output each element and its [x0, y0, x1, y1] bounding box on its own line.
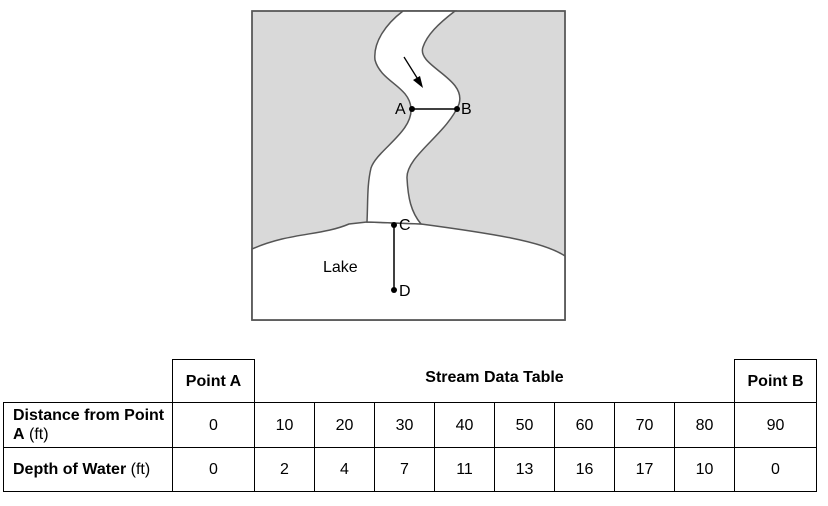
table-cell: 30 — [374, 402, 435, 448]
row-header-distance: Distance from Point A (ft) — [3, 402, 173, 448]
table-cell: 80 — [674, 402, 735, 448]
point-d-label: D — [399, 283, 411, 300]
table-cell: 10 — [674, 447, 735, 492]
table-cell: 60 — [554, 402, 615, 448]
row-header-label: Depth of Water — [13, 461, 127, 478]
table-cell: 13 — [494, 447, 555, 492]
table-cell: 0 — [172, 447, 255, 492]
table-row: Distance from Point A (ft) 0 10 20 30 40… — [3, 402, 817, 448]
flow-arrow-icon — [413, 76, 423, 88]
table-cell: 0 — [734, 447, 817, 492]
point-a-label: A — [395, 101, 406, 118]
table-cell: 16 — [554, 447, 615, 492]
point-b-dot — [454, 106, 460, 112]
header-row: Point A Stream Data Table Point B — [3, 359, 817, 403]
row-header-label: Distance from Point A — [13, 407, 165, 443]
table-cell: 40 — [434, 402, 495, 448]
point-d-dot — [391, 287, 397, 293]
table-cell: 90 — [734, 402, 817, 448]
point-c-dot — [391, 222, 397, 228]
map-border — [251, 10, 566, 321]
table-cell: 7 — [374, 447, 435, 492]
table-cell: 20 — [314, 402, 375, 448]
row-header-unit: (ft) — [24, 426, 49, 443]
point-b-label: B — [461, 101, 472, 118]
flow-arrow-shaft — [403, 56, 420, 82]
table-cell: 4 — [314, 447, 375, 492]
table-title: Stream Data Table — [254, 359, 735, 403]
lake-shape — [251, 221, 566, 321]
empty-corner-cell — [3, 359, 173, 403]
point-a-header: Point A — [172, 359, 255, 403]
table-cell: 10 — [254, 402, 315, 448]
table-cell: 0 — [172, 402, 255, 448]
row-header-depth: Depth of Water (ft) — [3, 447, 173, 492]
point-b-header: Point B — [734, 359, 817, 403]
point-a-dot — [409, 106, 415, 112]
table-cell: 2 — [254, 447, 315, 492]
stream-map-diagram: A B C D Lake — [251, 10, 566, 321]
stream-shape — [366, 10, 461, 225]
table-cell: 17 — [614, 447, 675, 492]
table-row: Depth of Water (ft) 0 2 4 7 11 13 16 17 … — [3, 447, 817, 492]
table-cell: 11 — [434, 447, 495, 492]
lake-label: Lake — [323, 259, 358, 276]
stream-data-table: Point A Stream Data Table Point B Distan… — [3, 359, 817, 492]
row-header-unit: (ft) — [126, 461, 151, 478]
table-cell: 70 — [614, 402, 675, 448]
table-cell: 50 — [494, 402, 555, 448]
point-c-label: C — [399, 217, 411, 234]
